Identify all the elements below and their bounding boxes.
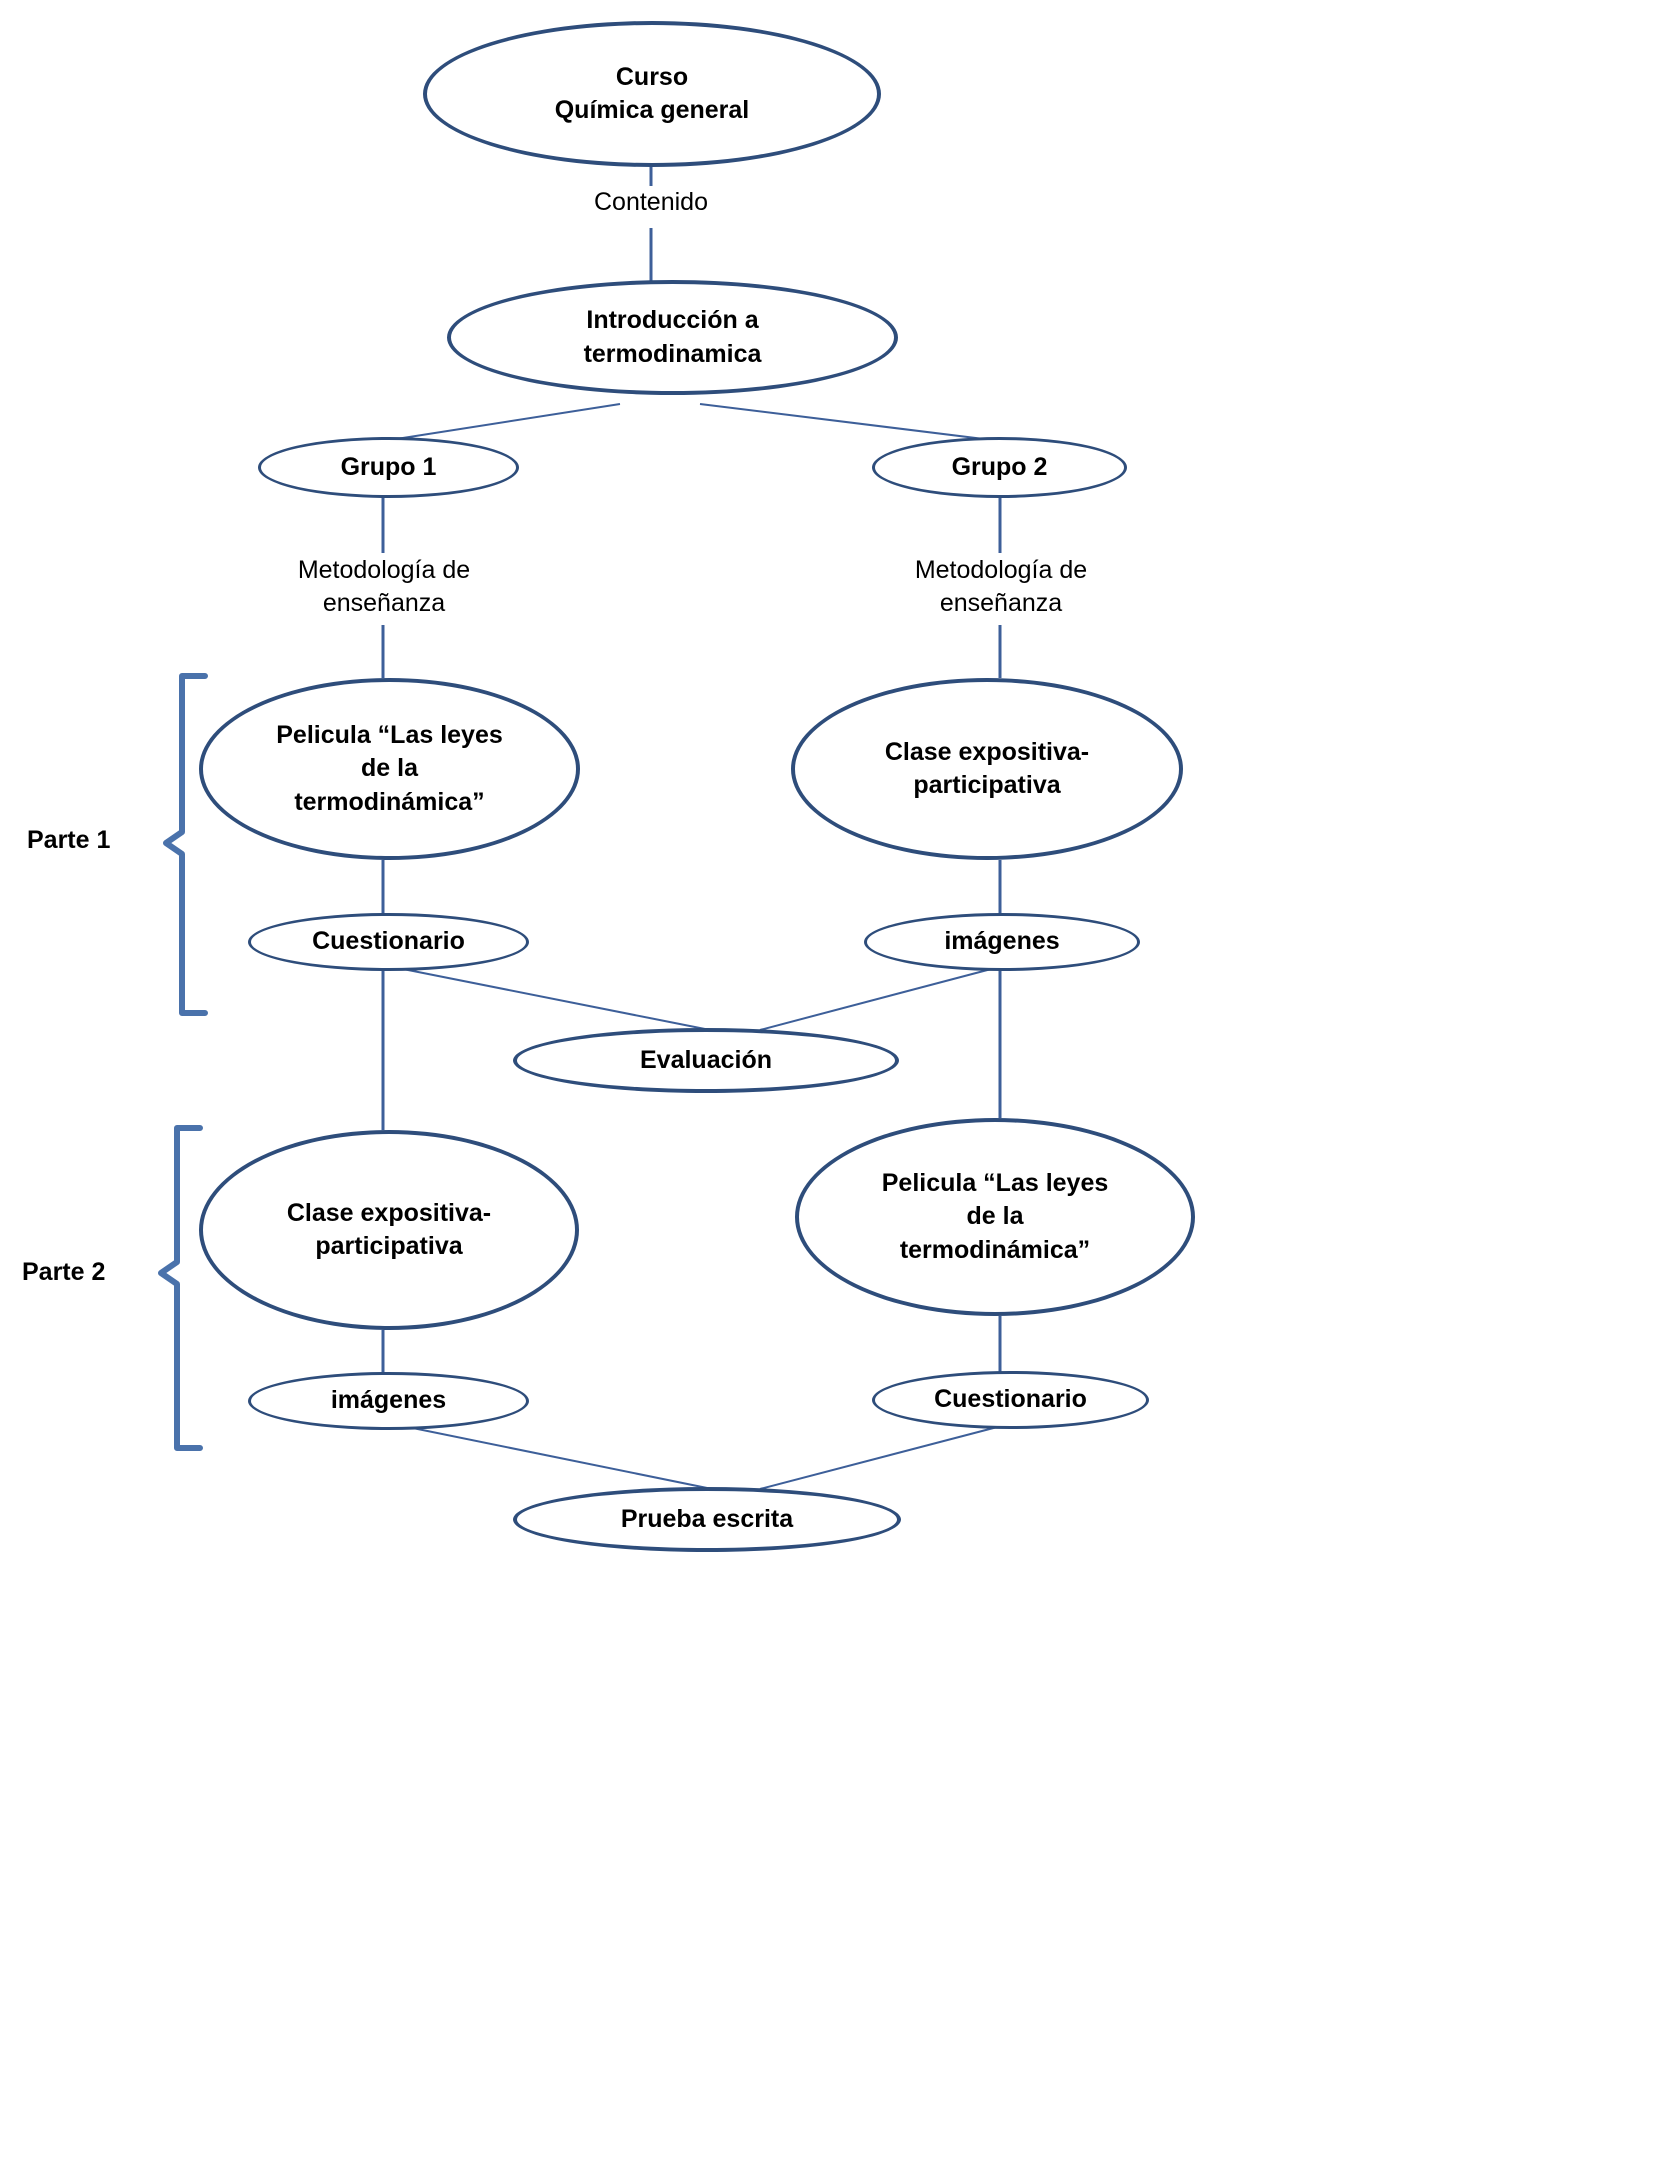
node-parte2-left-activity: imágenes xyxy=(248,1372,529,1430)
edge-imagenes-prueba xyxy=(397,1424,713,1490)
node-parte1-left-method-label: Pelicula “Las leyes de la termodinámica” xyxy=(276,720,503,816)
node-evaluacion-label: Evaluación xyxy=(640,1045,772,1074)
node-parte1-left-activity: Cuestionario xyxy=(248,913,529,971)
node-parte2-left-activity-label: imágenes xyxy=(330,1386,447,1415)
node-parte1-left-activity-label: Cuestionario xyxy=(312,927,465,956)
part-label-parte-2: Parte 2 xyxy=(22,1258,106,1286)
node-parte2-right-method-label: Pelicula “Las leyes de la termodinámica” xyxy=(881,1168,1109,1264)
edge-introduccion-grupo1 xyxy=(389,403,621,441)
edge-label-contenido: Contenido xyxy=(551,186,751,219)
edge-cuestionario-evaluacion xyxy=(397,967,711,1031)
node-grupo-1-label: Grupo 1 xyxy=(340,452,437,481)
edge-imagenes-evaluacion xyxy=(759,967,996,1031)
node-curso-label: Curso Química general xyxy=(554,62,750,125)
bracket-parte-2 xyxy=(158,1125,203,1451)
node-parte1-right-method: Clase expositiva- participativa xyxy=(791,678,1183,860)
node-prueba-escrita-label: Prueba escrita xyxy=(620,1504,794,1533)
node-prueba-escrita: Prueba escrita xyxy=(513,1487,901,1552)
node-parte1-right-activity-label: imágenes xyxy=(944,927,1060,956)
node-grupo-1: Grupo 1 xyxy=(258,437,519,498)
node-parte1-left-method: Pelicula “Las leyes de la termodinámica” xyxy=(199,678,580,860)
node-grupo-2: Grupo 2 xyxy=(872,437,1127,498)
edge-label-metodologia-left: Metodología de enseñanza xyxy=(258,554,510,619)
bracket-parte-1 xyxy=(163,673,208,1016)
node-introduccion-label: Introducción a termodinamica xyxy=(583,306,762,368)
node-evaluacion: Evaluación xyxy=(513,1028,899,1093)
node-parte2-left-method-label: Clase expositiva- participativa xyxy=(286,1198,492,1261)
node-parte2-right-activity-label: Cuestionario xyxy=(934,1385,1087,1414)
node-parte2-right-activity: Cuestionario xyxy=(872,1371,1149,1429)
node-parte1-right-method-label: Clase expositiva- participativa xyxy=(884,737,1090,800)
node-parte2-right-method: Pelicula “Las leyes de la termodinámica” xyxy=(795,1118,1195,1316)
edge-cuestionario-prueba xyxy=(759,1424,1006,1490)
edge-introduccion-grupo2 xyxy=(699,403,1001,442)
node-parte1-right-activity: imágenes xyxy=(864,913,1140,971)
part-label-parte-1: Parte 1 xyxy=(27,826,111,854)
node-grupo-2-label: Grupo 2 xyxy=(951,452,1048,481)
node-introduccion: Introducción a termodinamica xyxy=(447,280,898,395)
node-parte2-left-method: Clase expositiva- participativa xyxy=(199,1130,579,1330)
node-curso: Curso Química general xyxy=(423,21,881,167)
edge-label-metodologia-right: Metodología de enseñanza xyxy=(875,554,1127,619)
